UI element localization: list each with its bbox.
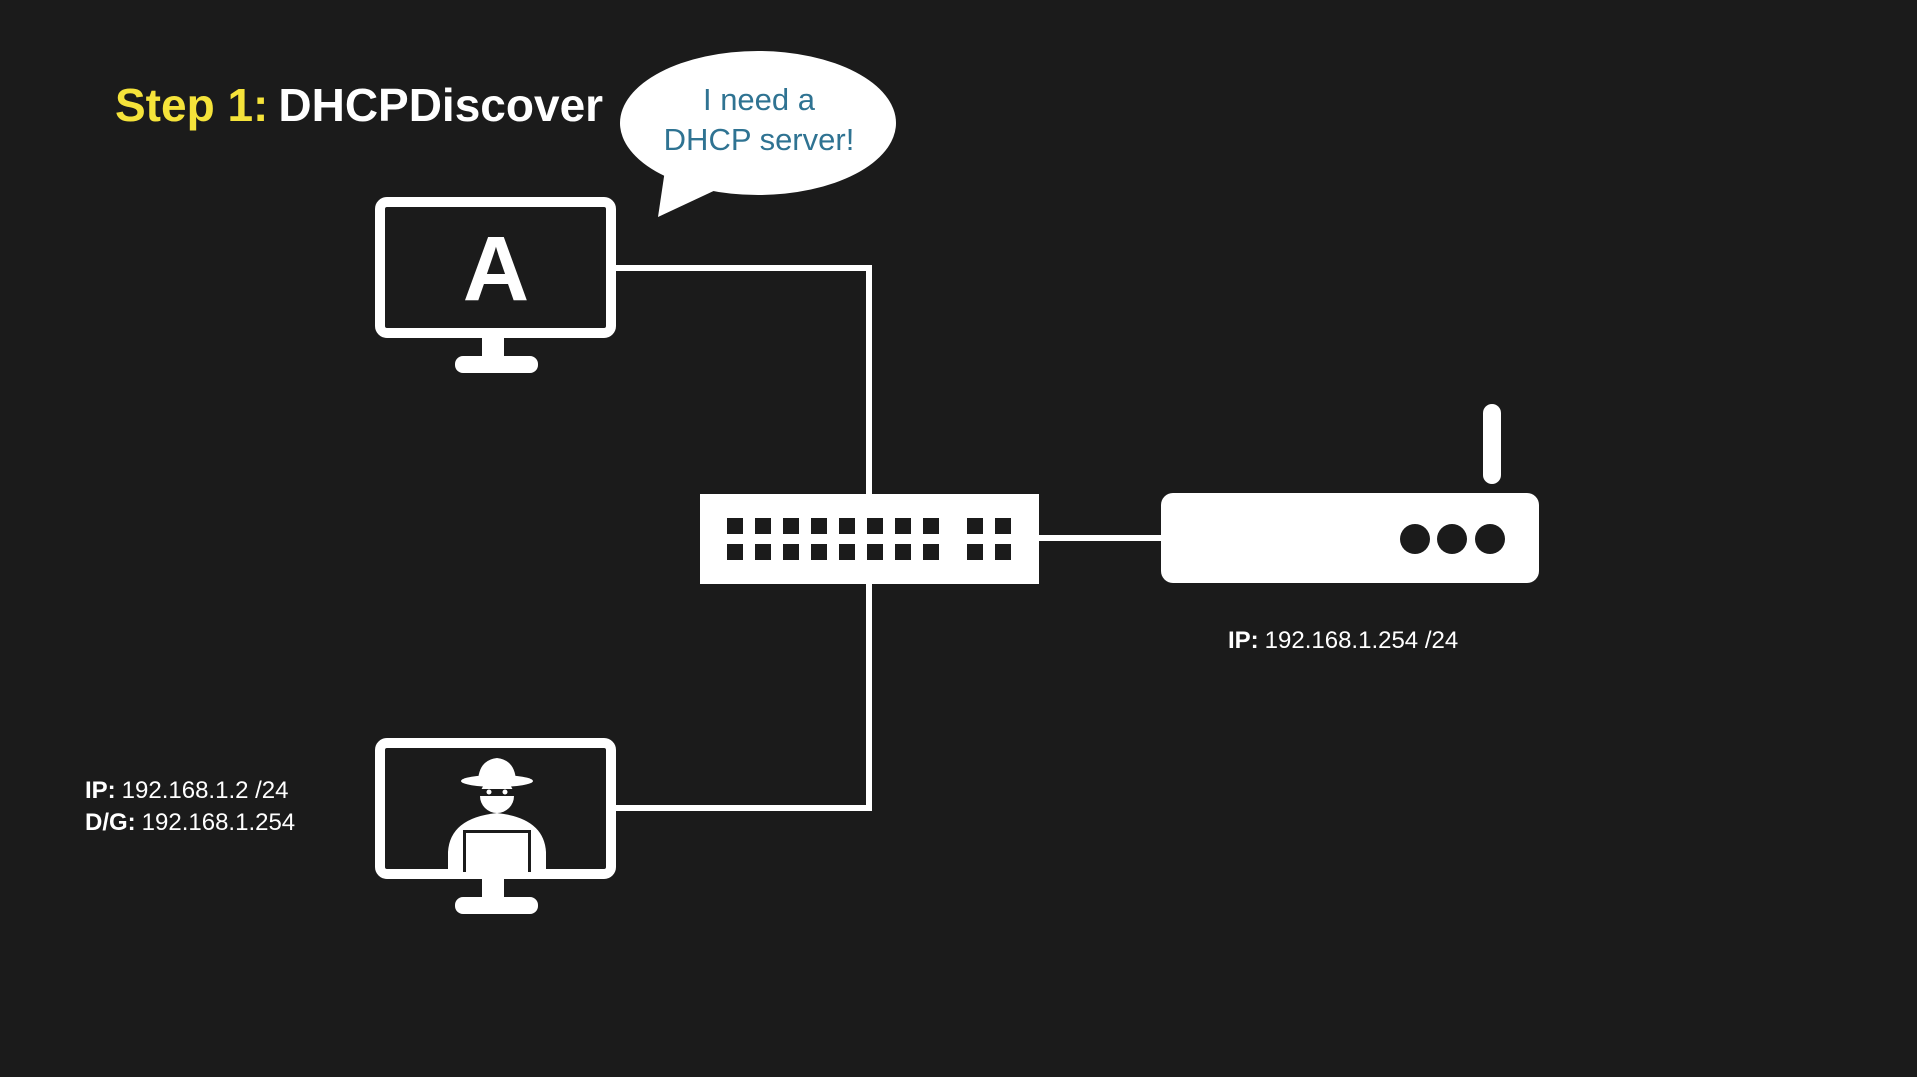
switch-port [783,518,799,534]
page-title: Step 1:DHCPDiscover [115,82,603,128]
speech-bubble-icon [620,51,896,217]
attacker-info: IP:192.168.1.2 /24 D/G:192.168.1.254 [85,775,295,839]
network-links [614,265,1162,811]
switch-port [995,544,1011,560]
router-icon [1161,404,1539,583]
switch-port [727,518,743,534]
switch-port [783,544,799,560]
switch-port [995,518,1011,534]
router-ip-value: 192.168.1.254 /24 [1264,627,1459,654]
switch-port [727,544,743,560]
switch-port [967,518,983,534]
monitor-icon [375,738,616,914]
switch-port [895,518,911,534]
link-attacker-to-switch [614,582,872,811]
switch-port [755,518,771,534]
switch-port [755,544,771,560]
bubble-line-2: DHCP server! [663,122,855,157]
switch-port [839,518,855,534]
speech-bubble-text: I need a DHCP server! [634,80,884,160]
title-step: Step 1: [115,79,269,131]
bubble-line-1: I need a [702,82,816,117]
attacker-gateway-row: D/G:192.168.1.254 [85,807,295,839]
router-info: IP:192.168.1.254 /24 [1228,625,1458,657]
attacker-gateway-value: 192.168.1.254 [141,809,296,836]
switch-port [923,544,939,560]
switch-port [867,544,883,560]
host-a-label: A [463,218,529,320]
attacker-ip-value: 192.168.1.2 /24 [121,777,289,804]
switch-port [967,544,983,560]
router-ip-row: IP:192.168.1.254 /24 [1228,625,1458,657]
switch-icon [700,494,1039,584]
attacker-ip-row: IP:192.168.1.2 /24 [85,775,295,807]
switch-port [811,544,827,560]
monitor-icon [375,197,616,373]
attacker-gateway-label: D/G: [85,809,136,836]
switch-port [867,518,883,534]
switch-port [895,544,911,560]
attacker-ip-label: IP: [85,777,116,804]
router-ip-label: IP: [1228,627,1259,654]
title-name: DHCPDiscover [278,79,604,131]
switch-port [811,518,827,534]
switch-port [839,544,855,560]
switch-port [923,518,939,534]
hacker-icon [448,758,546,873]
link-host-a-to-switch [614,265,872,496]
